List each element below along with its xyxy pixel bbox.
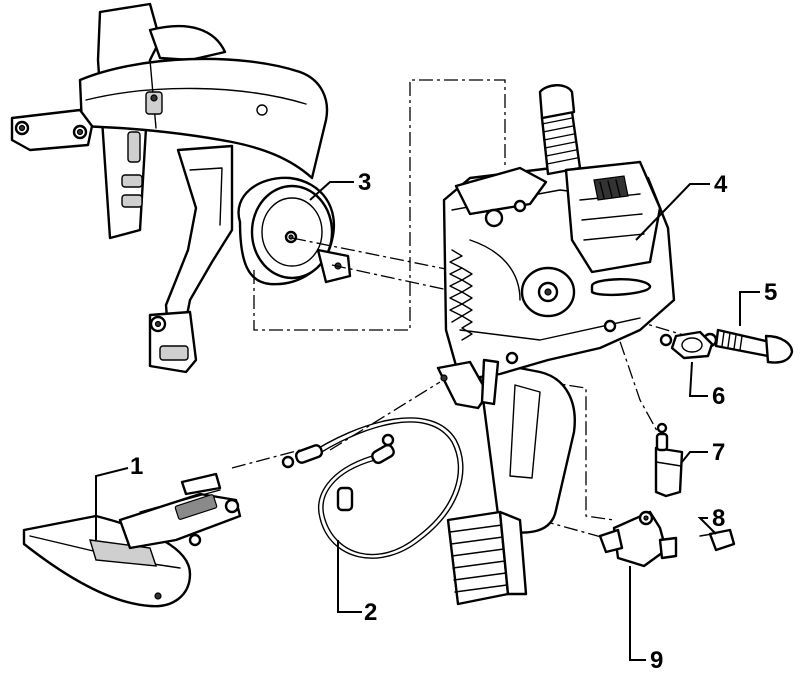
bolt: [702, 328, 794, 364]
pedal-assembly: [436, 84, 676, 606]
callout-2: 2: [364, 599, 377, 626]
callout-4: 4: [714, 171, 728, 198]
callout-7: 7: [712, 439, 725, 466]
pedal-sensor: [598, 510, 678, 568]
callout-1: 1: [130, 453, 143, 480]
leader-lines: [95, 181, 760, 661]
nut: [659, 330, 714, 360]
mounting-bracket: [10, 2, 352, 374]
release-cable: [281, 417, 464, 559]
callout-6: 6: [712, 383, 725, 410]
callout-9: 9: [650, 647, 663, 674]
callout-8: 8: [712, 505, 725, 532]
callout-labels: 1 2 3 4 5 6 7 8 9: [130, 169, 777, 674]
release-handle: [22, 472, 242, 608]
brake-switch-plunger: [654, 422, 684, 498]
callout-5: 5: [764, 279, 777, 306]
callout-3: 3: [358, 169, 371, 196]
small-screw: [699, 528, 736, 552]
